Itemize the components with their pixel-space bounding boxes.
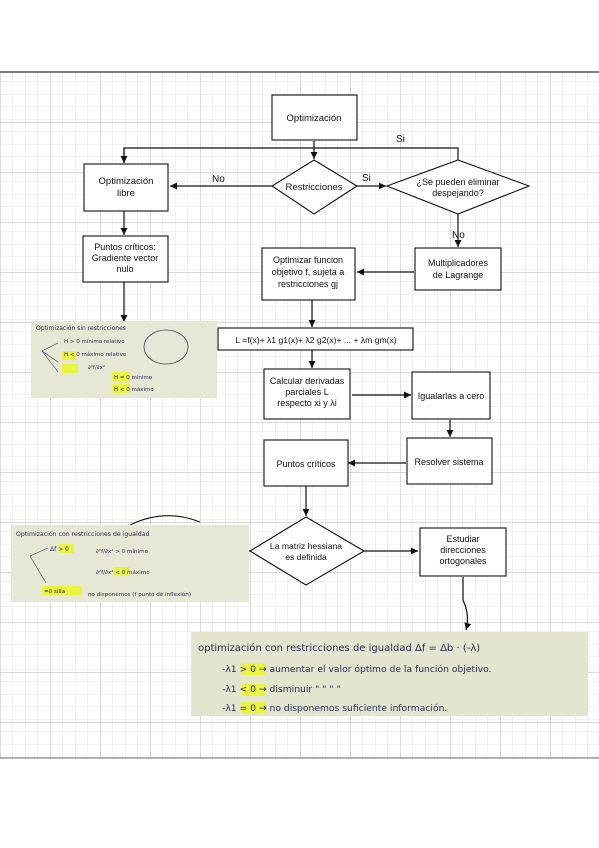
node-hessiana-diamond xyxy=(248,516,366,586)
note-3-highlight-a xyxy=(242,663,266,675)
note-1-highlight-d xyxy=(112,384,130,393)
note-1-line-5: H < 0 máximo xyxy=(114,386,154,393)
node-label-line: Optimización xyxy=(287,113,342,124)
edge-hessiana-curve xyxy=(129,515,201,526)
note-1-line-4: H = 0 mínimo xyxy=(114,374,153,381)
node-igualarlas: Igualarlas a cero xyxy=(418,391,485,401)
note-2-line-4: =0 silla xyxy=(44,589,65,595)
node-calcular-box xyxy=(263,368,351,420)
note-1-title: Optimización sin restricciones xyxy=(36,325,126,332)
handwritten-note-2: Optimización con restricciones de iguald… xyxy=(11,525,249,602)
handwritten-note-3: optimización con restricciones de iguald… xyxy=(191,632,588,716)
node-label-line: Calcular derivadas xyxy=(270,376,345,386)
node-label-line: Igualarlas a cero xyxy=(418,391,485,401)
node-label-line: La matriz hessiana xyxy=(270,541,342,551)
note-3-title: optimización con restricciones de iguald… xyxy=(198,642,480,654)
note-2-title: Optimización con restricciones de iguald… xyxy=(16,530,149,538)
edge-estudiar-note xyxy=(462,577,472,631)
note-2-highlight-b xyxy=(114,567,130,576)
node-lagrangiana: L =f(x)+ λ1 g1(x)+ λ2 g2(x)+ ... + λm gm… xyxy=(235,335,396,345)
node-label-line: Optimización xyxy=(99,176,154,187)
note-1-line-3: ∂²f/∂x² xyxy=(88,364,105,371)
label-si-right: Si xyxy=(362,173,371,184)
node-label-line: nulo xyxy=(116,264,133,274)
note-2-brace xyxy=(29,547,49,584)
node-optimizar-box xyxy=(261,247,356,301)
note-2-line-3: ∂²f/∂x² < 0 máximo xyxy=(96,569,150,576)
note-1-sketch xyxy=(143,329,189,365)
note-2-highlight-a xyxy=(60,544,74,553)
node-label-line: Multiplicadores xyxy=(428,258,489,268)
node-label-line: Resolver sistema xyxy=(414,457,483,467)
note-1-highlight-a xyxy=(62,351,76,360)
node-label-line: Restricciones xyxy=(285,182,342,193)
node-restricciones: Restricciones xyxy=(285,182,342,193)
label-no-left: No xyxy=(212,174,225,185)
node-igualar-box xyxy=(411,371,491,420)
node-optimizacion: Optimización xyxy=(287,113,342,124)
node-lagrangiana-box xyxy=(217,327,414,351)
note-3-highlight-b xyxy=(242,684,266,696)
node-label-line: restricciones gj xyxy=(278,279,338,289)
node-label-line: ¿Se pueden eliminar xyxy=(416,177,499,187)
node-optimizacion-box xyxy=(271,94,358,141)
node-restricciones-diamond xyxy=(270,159,359,215)
node-label-line: Estudiar xyxy=(446,534,479,544)
note-1-highlight-c xyxy=(112,372,130,381)
node-label-line: Puntos críticos: xyxy=(94,242,156,252)
node-multiplicadores-box xyxy=(414,247,502,291)
note-3-line-1: -λ1 > 0 → aumentar el valor óptimo de la… xyxy=(222,664,491,675)
node-label-line: libre xyxy=(117,188,135,199)
node-label-line: objetivo f, sujeta a xyxy=(272,267,345,277)
node-puntos-box xyxy=(263,439,349,487)
node-label-line: Optimizar funcion xyxy=(273,255,343,265)
connectors xyxy=(120,141,472,631)
node-label-line: respecto xi y λi xyxy=(277,398,337,408)
note-2-line-5: no disponemos (f punto de inflexión) xyxy=(88,591,191,598)
node-se-pueden-diamond xyxy=(385,159,531,215)
note-1-line-2: H < 0 máximo relativo xyxy=(64,351,127,358)
node-label-line: es definida xyxy=(285,552,327,562)
note-3-line-3: -λ1 = 0 → no disponemos suficiente infor… xyxy=(222,703,447,714)
node-label-line: Puntos críticos xyxy=(276,459,336,469)
label-no-down: No xyxy=(452,230,465,241)
node-optimizar-funcion: Optimizar funcion objetivo f, sujeta a res… xyxy=(272,255,345,289)
node-puntos-grad-box xyxy=(82,235,169,283)
node-label-line: Gradiente vector xyxy=(92,253,159,263)
node-label-line: despejando? xyxy=(432,188,484,198)
node-label-line: de Lagrange xyxy=(433,270,484,280)
note-2-highlight-c xyxy=(42,586,82,595)
node-multiplicadores: Multiplicadores de Lagrange xyxy=(428,258,489,280)
note-1-highlight-b xyxy=(62,364,78,373)
note-3-line-2: -λ1 < 0 → disminuir " " " " xyxy=(222,684,341,695)
handwritten-note-1: Optimización sin restricciones H > 0 mín… xyxy=(31,321,217,398)
note-2-line-2: ∂²f/∂x² > 0 mínimo xyxy=(96,548,149,555)
note-1-brace xyxy=(41,342,59,373)
node-resolver-box xyxy=(406,437,493,485)
note-1-line-1: H > 0 mínimo relativo xyxy=(64,338,125,345)
node-puntos-criticos: Puntos críticos xyxy=(276,459,336,469)
note-3-highlight-c xyxy=(242,702,266,714)
node-label-line: L =f(x)+ λ1 g1(x)+ λ2 g2(x)+ ... + λm gm… xyxy=(235,335,396,345)
node-opt-libre-box xyxy=(83,163,169,212)
node-label-line: direcciones xyxy=(440,545,486,555)
node-label-line: parciales L xyxy=(285,387,329,397)
note-2-line-1: Δf > 0 xyxy=(50,546,69,553)
node-resolver-sistema: Resolver sistema xyxy=(414,457,483,467)
node-estudiar-box xyxy=(419,527,507,577)
label-si-top: Si xyxy=(396,134,405,145)
node-label-line: ortogonales xyxy=(439,556,487,566)
